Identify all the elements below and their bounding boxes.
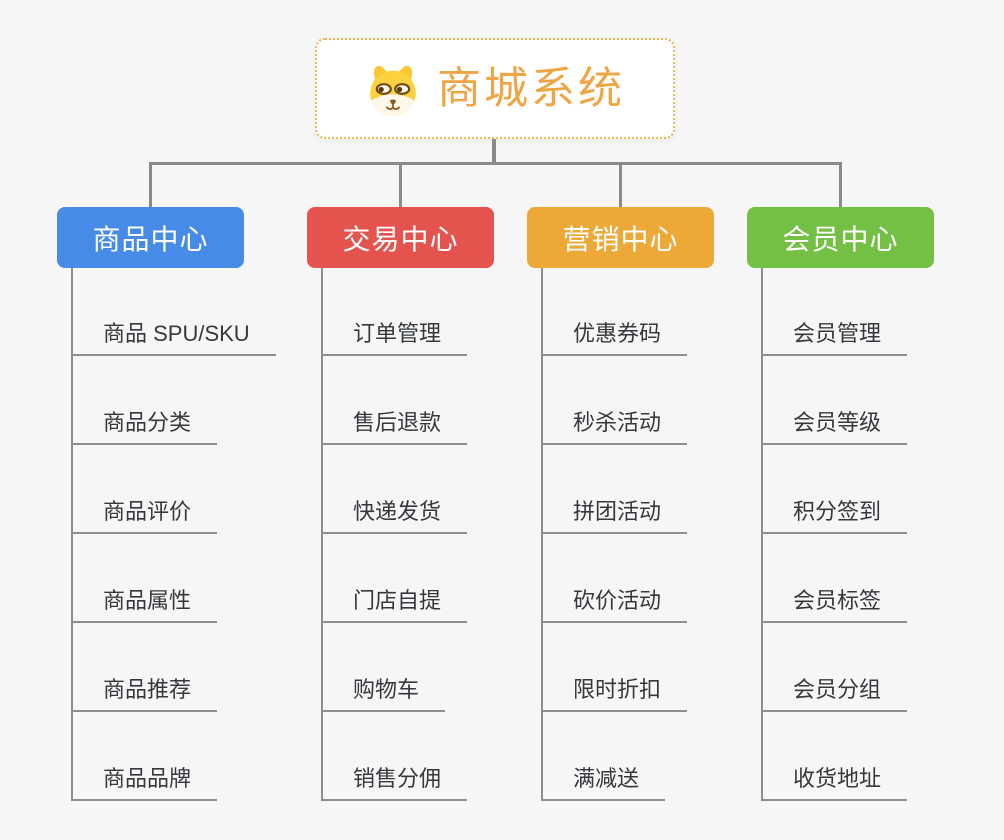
branch-column: 商品中心 商品 SPU/SKU 商品分类 商品评价 商品属性 商品推荐 商品品牌 [57,207,307,840]
leaf-topic[interactable]: 限时折扣 [541,677,688,712]
leaf-topic[interactable]: 快递发货 [321,499,468,534]
leaf-topic[interactable]: 商品分类 [71,410,218,445]
branch-column: 交易中心 订单管理 售后退款 快递发货 门店自提 购物车 销售分佣 [307,207,557,840]
leaf-topic[interactable]: 商品属性 [71,588,218,623]
leaf-topic[interactable]: 商品品牌 [71,766,218,801]
branch-topic[interactable]: 会员中心 [747,207,934,268]
leaf-topic[interactable]: 满减送 [541,766,666,801]
branch-topic[interactable]: 营销中心 [527,207,714,268]
connector-root-stub [492,139,496,163]
leaf-topic[interactable]: 优惠券码 [541,321,688,356]
dog-face-icon [370,65,416,116]
leaf-topic[interactable]: 订单管理 [321,321,468,356]
branch-trunk-line [761,268,763,800]
connector-drop [399,164,402,207]
connector-drop [619,164,622,207]
leaf-topic[interactable]: 拼团活动 [541,499,688,534]
connector-drop [839,164,842,207]
root-topic-label: 商城系统 [437,63,625,113]
leaf-topic[interactable]: 会员标签 [761,588,908,623]
leaf-topic[interactable]: 商品评价 [71,499,218,534]
branch-topic[interactable]: 商品中心 [57,207,244,268]
leaf-topic[interactable]: 会员等级 [761,410,908,445]
leaf-topic[interactable]: 积分签到 [761,499,908,534]
leaf-topic[interactable]: 会员管理 [761,321,908,356]
branch-trunk-line [541,268,543,800]
leaf-topic[interactable]: 收货地址 [761,766,908,801]
leaf-topic[interactable]: 售后退款 [321,410,468,445]
root-topic[interactable]: 商城系统 [315,38,675,139]
leaf-topic[interactable]: 门店自提 [321,588,468,623]
branch-topic[interactable]: 交易中心 [307,207,494,268]
branch-trunk-line [71,268,73,800]
leaf-topic[interactable]: 商品推荐 [71,677,218,712]
leaf-topic[interactable]: 秒杀活动 [541,410,688,445]
leaf-topic[interactable]: 会员分组 [761,677,908,712]
leaf-topic[interactable]: 砍价活动 [541,588,688,623]
branch-column: 营销中心 优惠券码 秒杀活动 拼团活动 砍价活动 限时折扣 满减送 [527,207,777,840]
connector-drop [149,164,152,207]
connector-bus [149,162,842,165]
leaf-topic[interactable]: 商品 SPU/SKU [71,321,276,356]
branch-trunk-line [321,268,323,800]
leaf-topic[interactable]: 购物车 [321,677,446,712]
leaf-topic[interactable]: 销售分佣 [321,766,468,801]
branch-column: 会员中心 会员管理 会员等级 积分签到 会员标签 会员分组 收货地址 [747,207,997,840]
